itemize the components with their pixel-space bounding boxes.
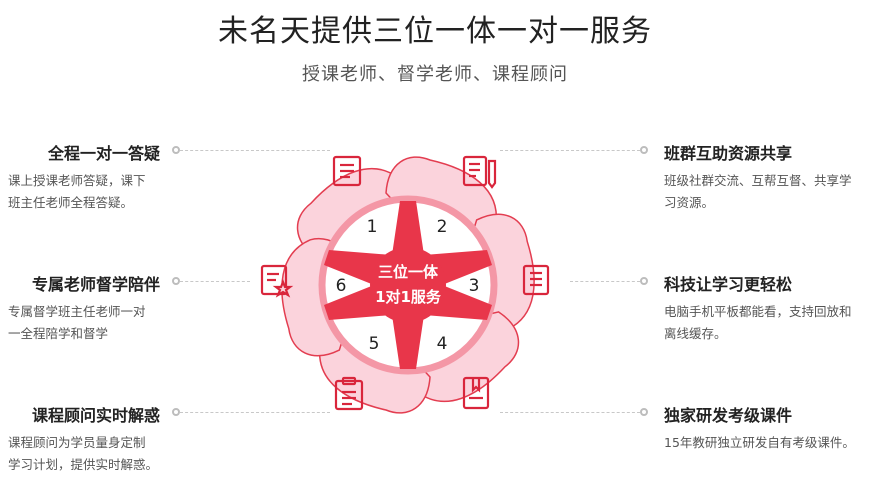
feature-title: 课程顾问实时解惑 [31, 406, 160, 425]
connector-right-2 [570, 281, 640, 282]
segment-number-5: 5 [369, 334, 380, 354]
feature-desc-line: 学习计划，提供实时解惑。 [8, 457, 159, 472]
document-list-icon [522, 264, 550, 296]
feature-left-3: 课程顾问实时解惑 课程顾问为学员量身定制 学习计划，提供实时解惑。 [0, 402, 160, 476]
feature-desc: 电脑手机平板都能看，支持回放和 离线缓存。 [664, 301, 864, 345]
feature-desc-line: 15年教研独立研发自有考级课件。 [664, 435, 855, 450]
feature-desc: 班级社群交流、互帮互督、共享学 习资源。 [664, 170, 864, 214]
feature-desc: 课上授课老师答疑，课下 班主任老师全程答疑。 [0, 170, 160, 214]
clipboard-icon [334, 376, 364, 411]
connector-dot-right-1 [640, 146, 648, 154]
connector-dot-right-3 [640, 408, 648, 416]
connector-dot-left-3 [172, 408, 180, 416]
page-title: 未名天提供三位一体一对一服务 [218, 14, 652, 49]
connector-left-3 [180, 412, 330, 413]
connector-left-1 [180, 150, 330, 151]
feature-desc-line: 离线缓存。 [664, 326, 727, 341]
feature-title: 科技让学习更轻松 [664, 275, 793, 294]
feature-right-3: 独家研发考级课件 15年教研独立研发自有考级课件。 [664, 402, 864, 454]
feature-desc-line: 课上授课老师答疑，课下 [8, 173, 146, 188]
connector-dot-right-2 [640, 277, 648, 285]
segment-number-4: 4 [437, 334, 448, 354]
feature-desc-line: 习资源。 [664, 195, 715, 210]
connector-dot-left-1 [172, 146, 180, 154]
feature-right-1: 班群互助资源共享 班级社群交流、互帮互督、共享学 习资源。 [664, 140, 864, 214]
feature-title: 专属老师督学陪伴 [31, 275, 160, 294]
page-subtitle: 授课老师、督学老师、课程顾问 [302, 64, 568, 85]
doc-star-icon [260, 264, 294, 298]
center-text-line2: 1对1服务 [375, 288, 442, 306]
feature-title: 全程一对一答疑 [47, 144, 160, 163]
feature-right-2: 科技让学习更轻松 电脑手机平板都能看，支持回放和 离线缓存。 [664, 271, 864, 345]
segment-number-2: 2 [437, 217, 448, 237]
segment-number-3: 3 [469, 276, 480, 296]
feature-desc: 课程顾问为学员量身定制 学习计划，提供实时解惑。 [0, 432, 160, 476]
connector-dot-left-2 [172, 277, 180, 285]
feature-desc-line: 班级社群交流、互帮互督、共享学 [664, 173, 852, 188]
feature-left-1: 全程一对一答疑 课上授课老师答疑，课下 班主任老师全程答疑。 [0, 140, 160, 214]
connector-right-1 [500, 150, 640, 151]
feature-desc-line: 一全程陪学和督学 [8, 326, 109, 341]
feature-desc: 专属督学班主任老师一对 一全程陪学和督学 [0, 301, 160, 345]
feature-title: 班群互助资源共享 [664, 144, 793, 163]
feature-desc-line: 班主任老师全程答疑。 [8, 195, 134, 210]
feature-left-2: 专属老师督学陪伴 专属督学班主任老师一对 一全程陪学和督学 [0, 271, 160, 345]
segment-number-1: 1 [367, 217, 378, 237]
feature-desc-line: 电脑手机平板都能看，支持回放和 [664, 304, 852, 319]
connector-left-2 [180, 281, 250, 282]
bookmark-doc-icon [462, 376, 490, 410]
connector-right-3 [500, 412, 640, 413]
center-hub [324, 201, 492, 369]
feature-desc-line: 专属督学班主任老师一对 [8, 304, 146, 319]
feature-desc-line: 课程顾问为学员量身定制 [8, 435, 146, 450]
segment-number-6: 6 [336, 276, 347, 296]
notebook-pen-icon [462, 155, 497, 189]
document-lines-icon [332, 155, 362, 187]
center-text-line1: 三位一体 [378, 263, 439, 281]
feature-desc: 15年教研独立研发自有考级课件。 [664, 432, 864, 454]
feature-title: 独家研发考级课件 [664, 406, 793, 425]
